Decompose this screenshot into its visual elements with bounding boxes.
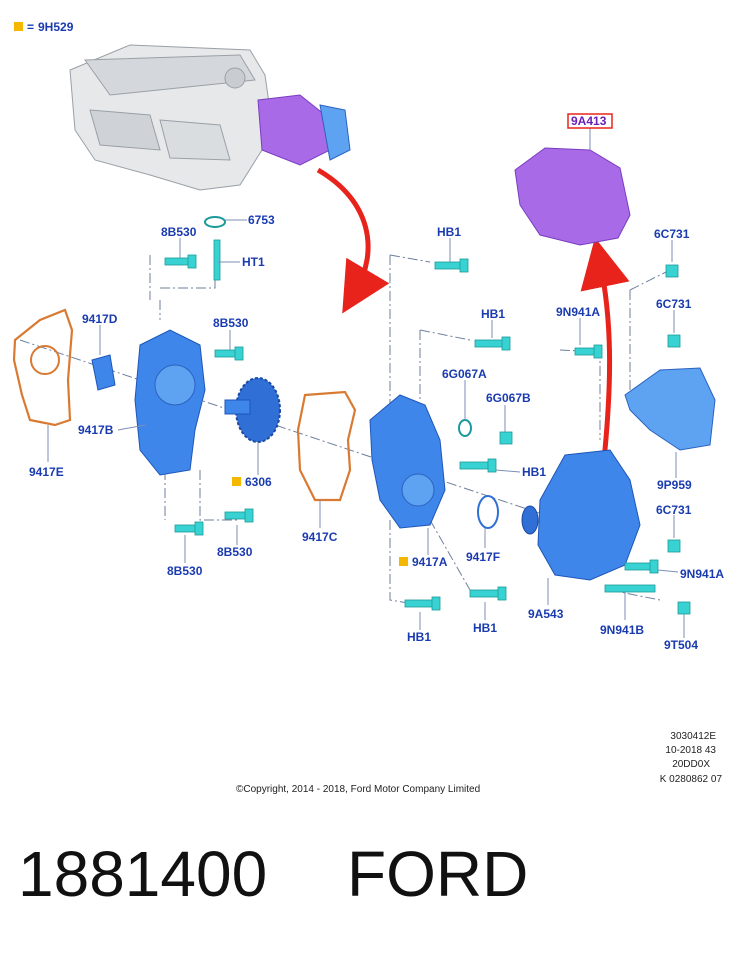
label-6C731-top: 6C731	[654, 227, 690, 241]
label-8B530-bottom: 8B530	[167, 564, 203, 578]
red-arrow-right	[580, 237, 630, 461]
leader-lines	[47, 128, 685, 638]
seal-9417F	[477, 495, 499, 529]
label-9417F: 9417F	[466, 550, 500, 564]
fuel-pump-9A543	[537, 449, 641, 581]
label-9417A: 9417A	[412, 555, 448, 569]
gear-6306	[224, 377, 281, 443]
label-9417C: 9417C	[302, 530, 338, 544]
legend-equals: =	[27, 20, 34, 34]
label-6753: 6753	[248, 213, 275, 227]
gasket-9417C	[296, 390, 357, 502]
label-8B530-right: 8B530	[217, 545, 253, 559]
reference-block: 3030412E 10-2018 43 20DD0X K 0280862 07	[660, 731, 723, 785]
label-6C731-lower: 6C731	[656, 503, 692, 517]
label-9N941A-top: 9N941A	[556, 305, 600, 319]
label-8B530-top: 8B530	[161, 225, 197, 239]
reference-line-2: 10-2018 43	[665, 745, 716, 756]
cover-9A413	[514, 147, 631, 246]
bracket-9P959	[624, 367, 716, 451]
label-6306: 6306	[245, 475, 272, 489]
marker-9417A	[399, 557, 408, 566]
label-9417D: 9417D	[82, 312, 118, 326]
label-9417E: 9417E	[29, 465, 64, 479]
label-6C731-upper: 6C731	[656, 297, 692, 311]
label-8B530-mid: 8B530	[213, 316, 249, 330]
o-ring-6G067A	[458, 419, 472, 437]
gasket-9417E	[12, 308, 74, 427]
reference-line-1: 3030412E	[670, 731, 716, 742]
part-number: 1881400	[18, 838, 268, 910]
label-6G067A: 6G067A	[442, 367, 487, 381]
red-arrow-left	[316, 167, 390, 314]
marker-6306	[232, 477, 241, 486]
label-6G067B: 6G067B	[486, 391, 531, 405]
coupling-9417D	[91, 354, 116, 391]
legend-marker	[14, 22, 23, 31]
pump-housing-9417A	[369, 394, 446, 529]
label-HT1: HT1	[242, 255, 265, 269]
bolts	[164, 239, 691, 615]
label-9417B: 9417B	[78, 423, 114, 437]
label-HB1-bottom-left: HB1	[407, 630, 431, 644]
label-HB1-upper: HB1	[481, 307, 505, 321]
label-9N941B: 9N941B	[600, 623, 644, 637]
label-9H529: 9H529	[38, 20, 74, 34]
reference-line-3: 20DD0X	[672, 759, 710, 770]
label-HB1-middle: HB1	[522, 465, 546, 479]
o-ring-6753	[204, 216, 226, 228]
copyright-text: ©Copyright, 2014 - 2018, Ford Motor Comp…	[236, 784, 480, 795]
brand-name: FORD	[347, 838, 529, 910]
label-9A413: 9A413	[571, 114, 607, 128]
label-9T504: 9T504	[664, 638, 698, 652]
reference-line-4: K 0280862 07	[660, 774, 723, 785]
label-9A543: 9A543	[528, 607, 564, 621]
label-9N941A-bottom: 9N941A	[680, 567, 724, 581]
label-HB1-bottom-right: HB1	[473, 621, 497, 635]
label-box-9A413	[567, 113, 613, 129]
label-9P959: 9P959	[657, 478, 692, 492]
engine-block-illustration	[69, 44, 351, 191]
label-HB1-top: HB1	[437, 225, 461, 239]
